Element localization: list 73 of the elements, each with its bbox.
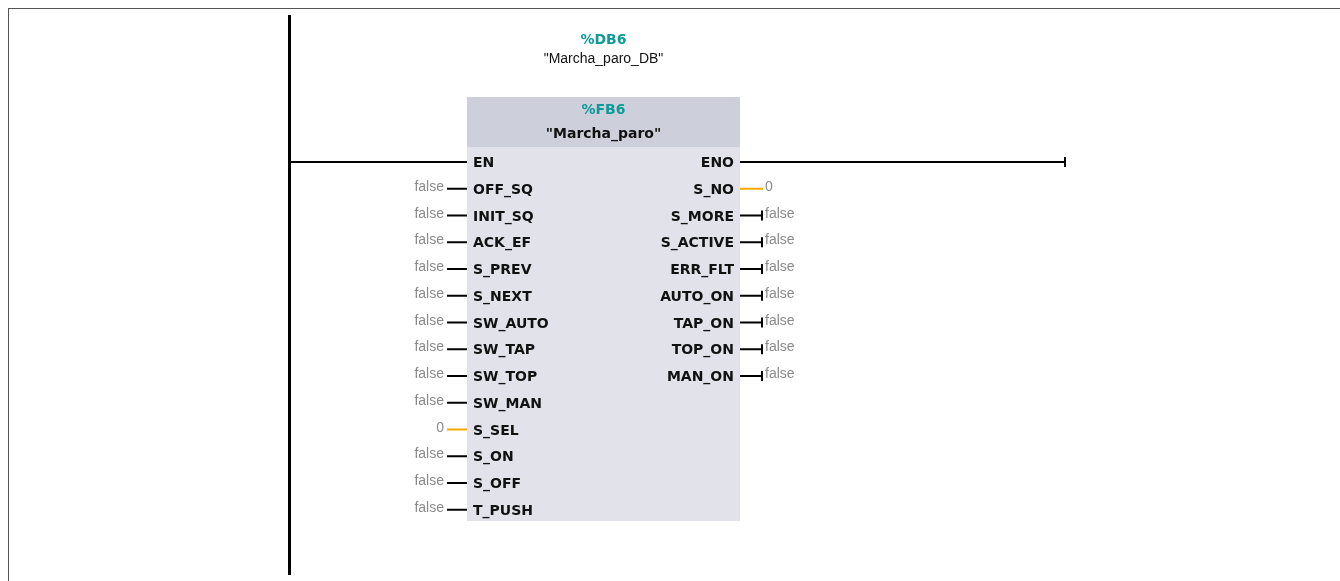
wire xyxy=(739,209,764,222)
wire xyxy=(446,348,468,351)
input-pin-label: INIT_SQ xyxy=(467,204,534,227)
output-pin-label: S_MORE xyxy=(670,204,740,227)
input-value: false xyxy=(414,470,444,490)
output-pin-label: S_ACTIVE xyxy=(660,231,740,254)
wire xyxy=(446,321,468,324)
wire xyxy=(739,156,1067,168)
input-pin-label: SW_TAP xyxy=(467,338,536,361)
instance-db-address: %DB6 xyxy=(579,30,628,49)
input-pin-label: S_NEXT xyxy=(467,284,532,307)
output-pin-label: AUTO_ON xyxy=(660,284,740,307)
input-value: false xyxy=(414,336,444,357)
output-value: false xyxy=(765,309,795,330)
output-pin-label: ERR_FLT xyxy=(670,258,740,280)
wire xyxy=(739,187,764,190)
input-value: false xyxy=(414,389,444,410)
input-pin-label: S_PREV xyxy=(467,258,532,280)
input-pin-label: SW_MAN xyxy=(467,391,542,414)
input-value: false xyxy=(414,363,444,383)
input-pin-label: SW_TOP xyxy=(467,365,538,387)
input-pin-label: OFF_SQ xyxy=(467,177,533,200)
output-pin-label: S_NO xyxy=(693,177,740,200)
wire xyxy=(739,289,764,302)
input-value: false xyxy=(414,229,444,250)
output-value: false xyxy=(765,229,795,250)
wire xyxy=(446,455,468,458)
input-value: 0 xyxy=(436,416,444,437)
function-block xyxy=(467,97,740,521)
output-value: false xyxy=(765,336,795,357)
input-value: false xyxy=(414,309,444,330)
wire xyxy=(739,263,764,275)
input-value: false xyxy=(414,443,444,464)
wire xyxy=(446,214,468,217)
wire xyxy=(446,241,468,244)
input-value: false xyxy=(414,202,444,223)
output-pin-label: TOP_ON xyxy=(671,338,740,361)
output-value: false xyxy=(765,282,795,303)
wire xyxy=(446,428,468,431)
wire xyxy=(739,236,764,249)
input-value: false xyxy=(414,496,444,517)
input-value: false xyxy=(414,282,444,303)
wire xyxy=(446,268,468,270)
input-value: false xyxy=(414,175,444,196)
wire xyxy=(739,316,764,329)
output-pin-label: ENO xyxy=(700,151,740,173)
input-pin-label: T_PUSH xyxy=(467,498,533,521)
output-value: false xyxy=(765,256,795,276)
input-pin-label: ACK_EF xyxy=(467,231,532,254)
block-name: "Marcha_paro" xyxy=(544,124,663,144)
wire xyxy=(290,161,468,163)
output-value: 0 xyxy=(765,175,773,196)
input-pin-label: S_OFF xyxy=(467,472,522,494)
instance-db-name: "Marcha_paro_DB" xyxy=(542,49,665,68)
wire xyxy=(446,401,468,404)
wire xyxy=(446,294,468,297)
wire xyxy=(446,482,468,484)
input-pin-label: SW_AUTO xyxy=(467,311,549,334)
output-value: false xyxy=(765,363,795,383)
input-pin-label: S_SEL xyxy=(467,418,519,441)
block-address: %FB6 xyxy=(580,100,627,119)
input-value: false xyxy=(414,256,444,276)
output-pin-label: TAP_ON xyxy=(673,311,740,334)
input-pin-label: EN xyxy=(467,151,495,173)
wire xyxy=(446,508,468,511)
output-value: false xyxy=(765,202,795,223)
wire xyxy=(446,375,468,377)
wire xyxy=(446,187,468,190)
power-rail xyxy=(288,15,291,575)
wire xyxy=(739,343,764,356)
input-pin-label: S_ON xyxy=(467,445,514,468)
wire xyxy=(739,370,764,382)
output-pin-label: MAN_ON xyxy=(666,365,740,387)
